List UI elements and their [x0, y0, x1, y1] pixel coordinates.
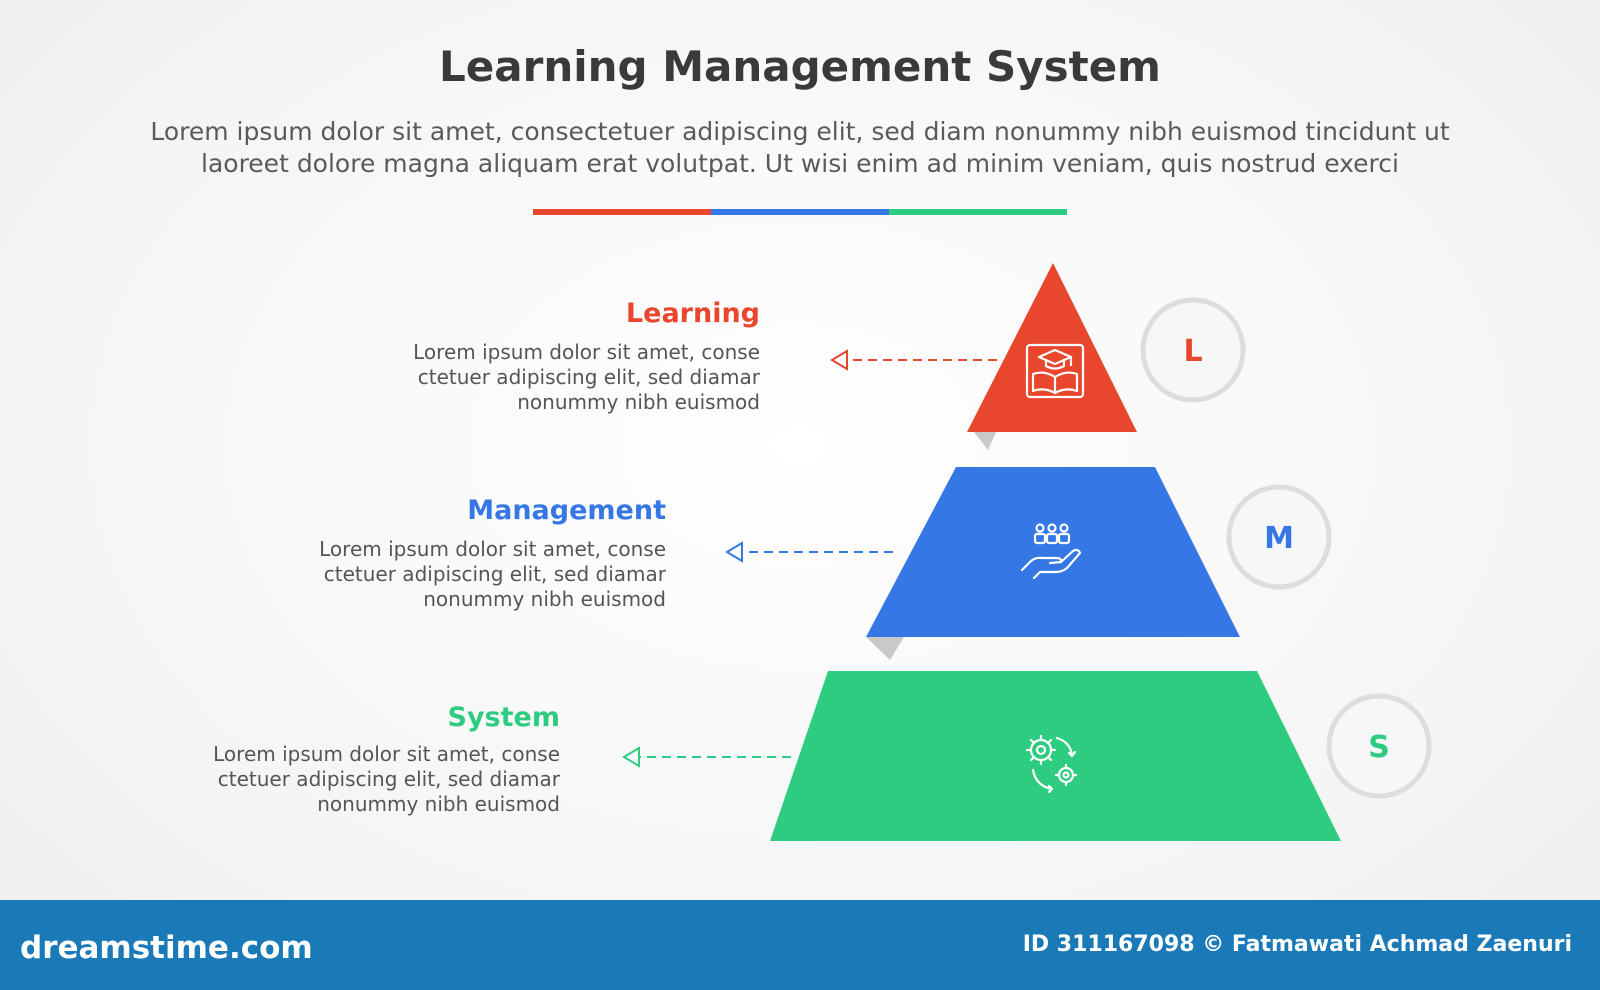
shadow-learning: [974, 432, 996, 450]
page-title: Learning Management System: [439, 42, 1161, 91]
arrow-system: [622, 746, 640, 768]
footer-credit: ID 311167098 © Fatmawati Achmad Zaenuri: [1022, 932, 1572, 957]
desc-line: nonummy nibh euismod: [423, 587, 666, 611]
subtitle-line-1: Lorem ipsum dolor sit amet, consectetuer…: [150, 117, 1450, 146]
badge-letter-management: M: [1264, 521, 1294, 556]
level-desc-system: Lorem ipsum dolor sit amet, conse ctetue…: [120, 742, 560, 817]
desc-line: nonummy nibh euismod: [517, 390, 760, 414]
level-desc-management: Lorem ipsum dolor sit amet, conse ctetue…: [226, 537, 666, 612]
divider-green: [889, 209, 1067, 215]
gears-icon: [1025, 734, 1078, 794]
desc-line: ctetuer adipiscing elit, sed diamar: [323, 562, 666, 586]
divider-red: [533, 209, 711, 215]
badge-letter-system: S: [1368, 730, 1390, 765]
desc-line: nonummy nibh euismod: [317, 792, 560, 816]
level-title-learning: Learning: [625, 298, 760, 329]
arrow-management: [725, 541, 743, 563]
badge-letter-learning: L: [1183, 334, 1202, 369]
divider-blue: [711, 209, 889, 215]
subtitle-line-2: laoreet dolore magna aliquam erat volutp…: [201, 149, 1399, 178]
people-hand-icon: [1020, 523, 1082, 580]
level-desc-learning: Lorem ipsum dolor sit amet, conse ctetue…: [320, 340, 760, 415]
desc-line: Lorem ipsum dolor sit amet, conse: [413, 340, 760, 364]
footer-logo[interactable]: dreamstime.com: [20, 930, 313, 966]
desc-line: ctetuer adipiscing elit, sed diamar: [417, 365, 760, 389]
pyramid-diagram: L M S: [622, 263, 1432, 841]
level-title-system: System: [447, 702, 560, 733]
badge-learning: [1140, 297, 1246, 403]
pyramid-tier-management: [866, 467, 1240, 637]
desc-line: ctetuer adipiscing elit, sed diamar: [217, 767, 560, 791]
arrow-learning: [830, 349, 848, 371]
pyramid-tier-learning: [967, 263, 1137, 432]
footer-bar: dreamstime.com ID 311167098 © Fatmawati …: [0, 900, 1600, 990]
pyramid-tier-system: [770, 671, 1341, 841]
shadow-management: [866, 637, 904, 660]
badge-system: [1326, 693, 1432, 799]
graduation-book-icon: [1025, 343, 1085, 399]
desc-line: Lorem ipsum dolor sit amet, conse: [213, 742, 560, 766]
badge-management: [1226, 484, 1332, 590]
page-subtitle: Lorem ipsum dolor sit amet, consectetuer…: [110, 116, 1490, 180]
level-title-management: Management: [467, 495, 666, 526]
desc-line: Lorem ipsum dolor sit amet, conse: [319, 537, 666, 561]
